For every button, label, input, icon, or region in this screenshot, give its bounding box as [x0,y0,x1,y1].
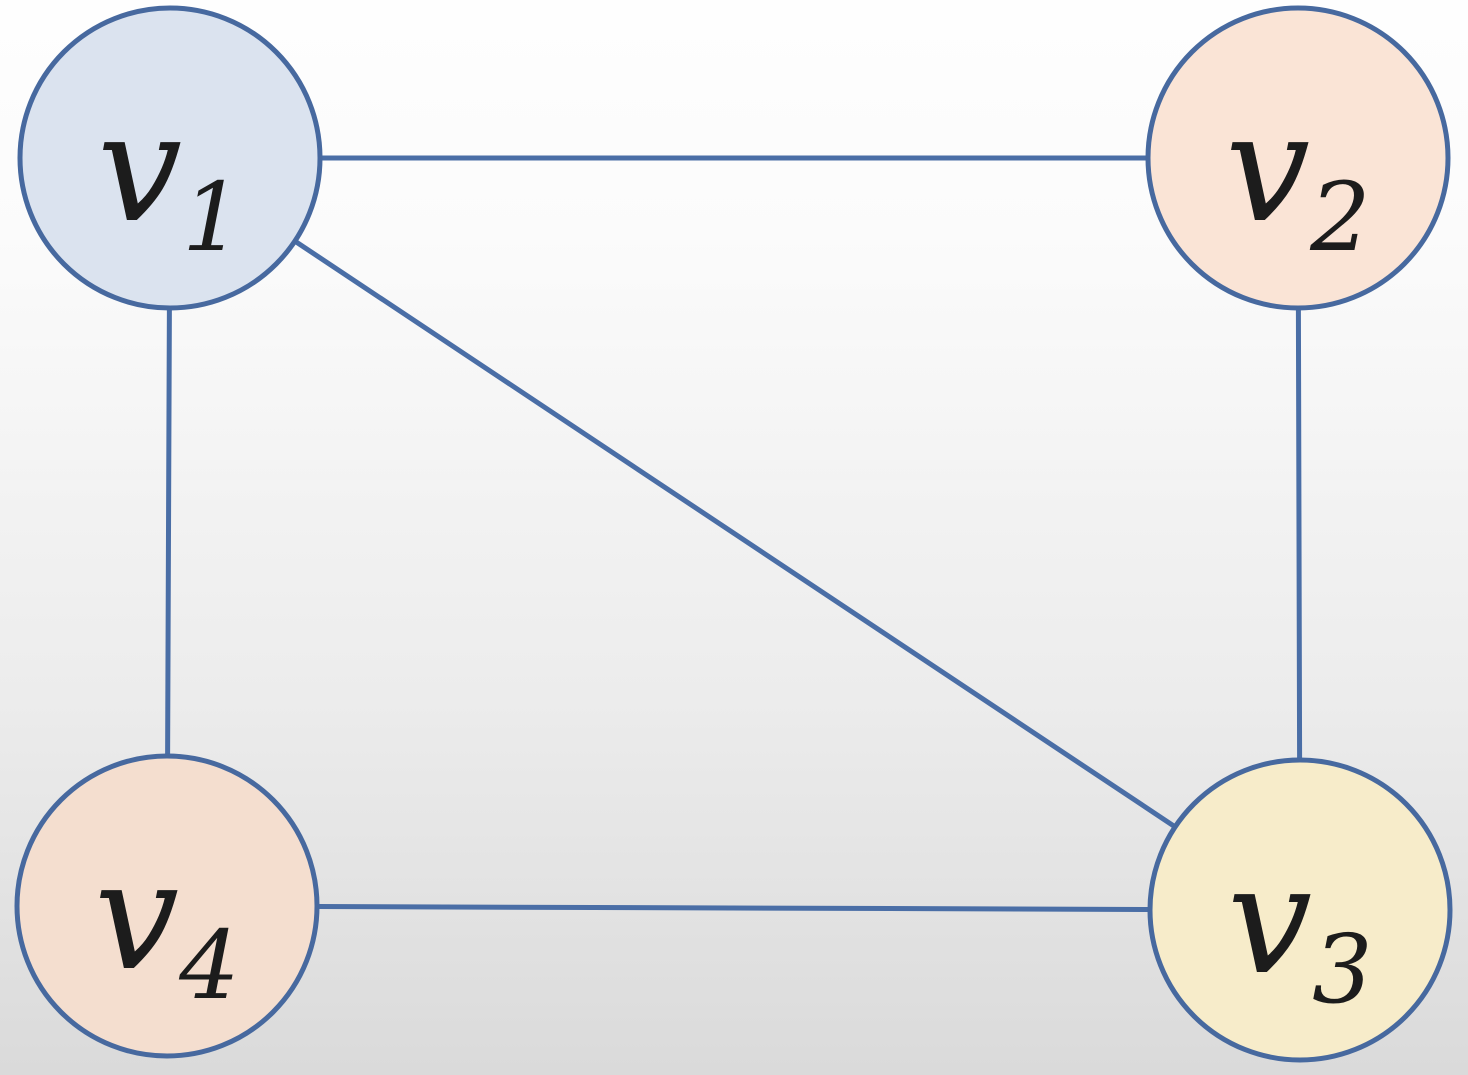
node-label-v1: v1 [97,82,242,273]
node-v4: v4 [14,753,320,1059]
nodes-layer: v1 v2 v3 v4 [14,5,1453,1063]
node-circle-v2 [1145,5,1451,311]
node-circle-v1 [17,5,323,311]
node-label-v4: v4 [94,830,239,1021]
node-v3: v3 [1147,757,1453,1063]
node-circle-v3 [1147,757,1453,1063]
edge-v4-v3 [164,903,1303,913]
node-label-v3: v3 [1227,834,1372,1025]
node-v2: v2 [1145,5,1451,311]
node-v1: v1 [17,5,323,311]
node-circle-v4 [14,753,320,1059]
node-label-v2: v2 [1225,82,1370,273]
edges-layer [164,155,1303,913]
edge-v1-v3 [167,155,1303,913]
